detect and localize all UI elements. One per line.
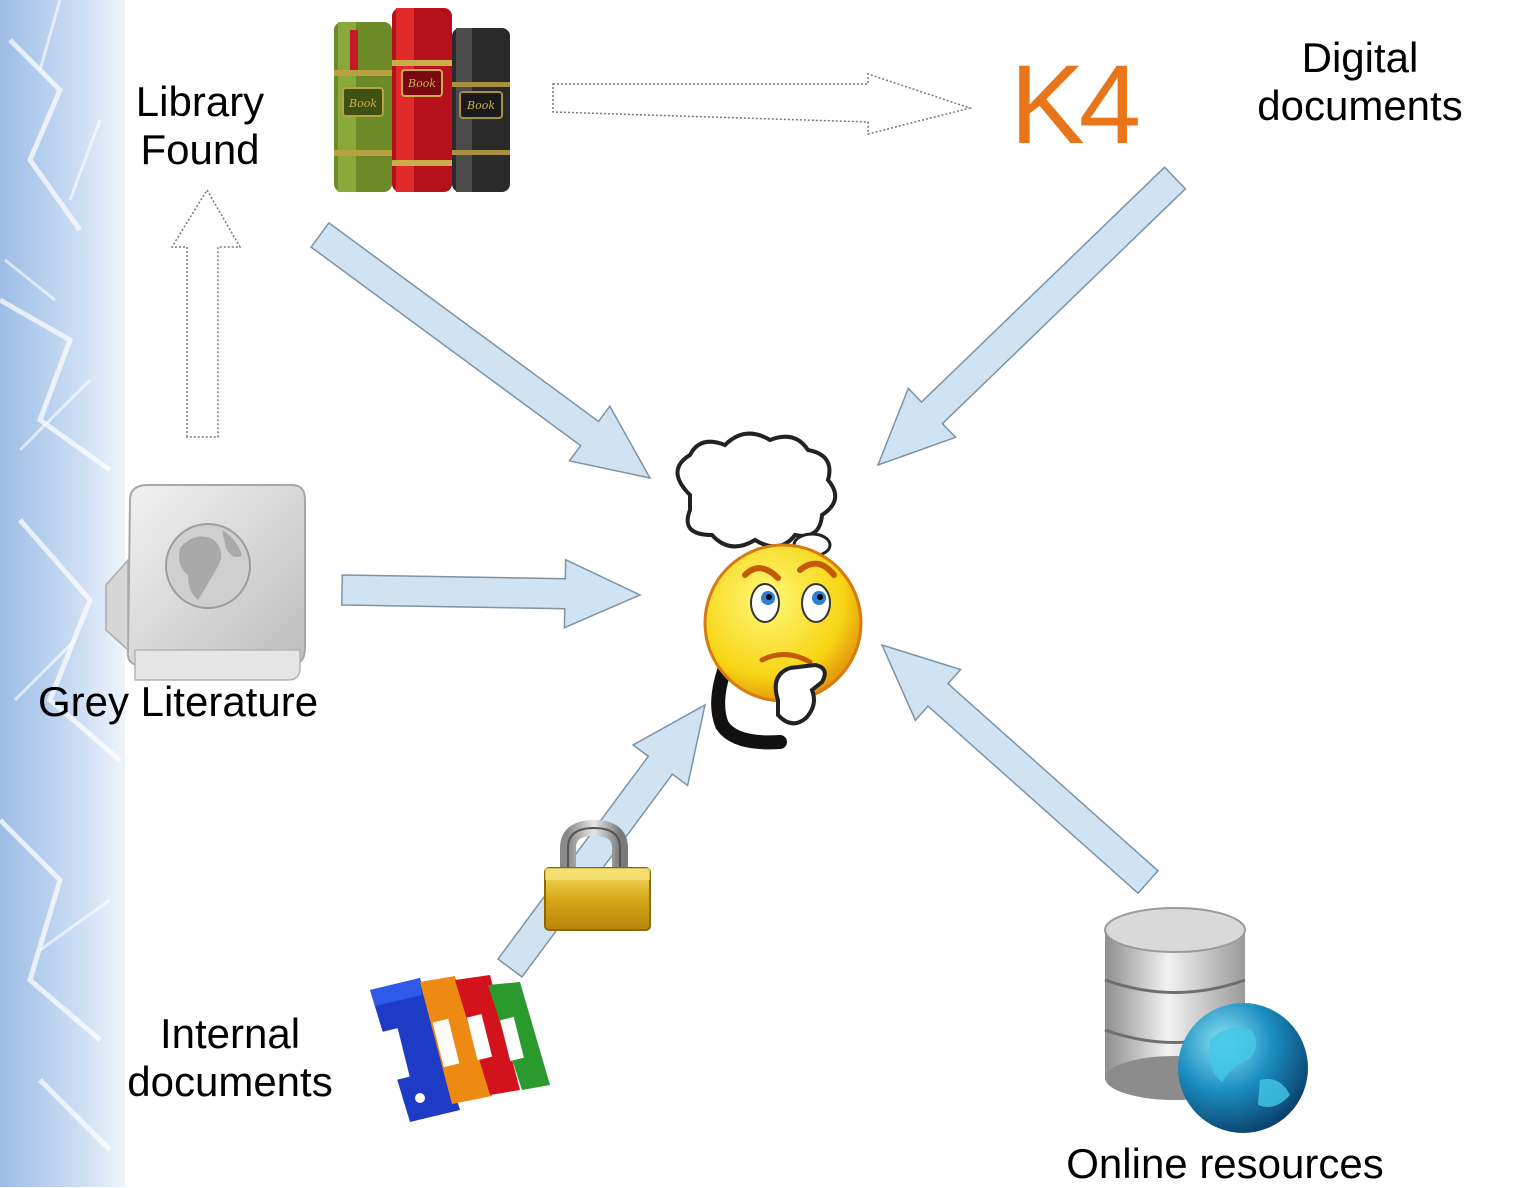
- label-digital-documents: Digital documents: [1250, 34, 1470, 130]
- flow-arrow-library-to-k4: [552, 72, 973, 135]
- arrow-online-to-thinker: [880, 643, 1160, 895]
- book-spine-label: Book: [466, 99, 495, 112]
- book-spine-label: Book: [348, 97, 377, 110]
- arrow-k4-to-thinker: [876, 166, 1187, 467]
- label-online-resources: Online resources: [1066, 1140, 1384, 1187]
- grey-literature-book-icon: [105, 484, 306, 681]
- label-found: Found: [140, 126, 260, 173]
- label-library: Library: [135, 78, 265, 125]
- label-internal-documents: Internal documents: [125, 1010, 335, 1106]
- database-globe-icon: [1104, 907, 1308, 1133]
- label-library-found: Library Found: [110, 78, 290, 174]
- label-documents: documents: [1257, 82, 1463, 129]
- binders-icon: [370, 975, 550, 1122]
- thinking-smiley-icon: [675, 431, 863, 750]
- book-spine-label: Book: [407, 77, 436, 90]
- arrow-grey-literature-to-thinker: [340, 558, 642, 629]
- flow-arrow-grey-to-library: [170, 188, 242, 438]
- label-grey-literature: Grey Literature: [37, 678, 319, 725]
- decorative-side-band: [0, 0, 125, 1187]
- arrow-library-to-thinker: [310, 221, 652, 480]
- label-internal: Internal: [159, 1010, 301, 1057]
- books-icon: Book Book Book: [334, 8, 510, 192]
- padlock-icon: [544, 819, 651, 931]
- k4-logo: K4: [1010, 42, 1139, 167]
- label-internal-docs: documents: [127, 1058, 333, 1105]
- label-digital: Digital: [1301, 34, 1419, 81]
- arrow-internal-to-thinker: [496, 703, 707, 978]
